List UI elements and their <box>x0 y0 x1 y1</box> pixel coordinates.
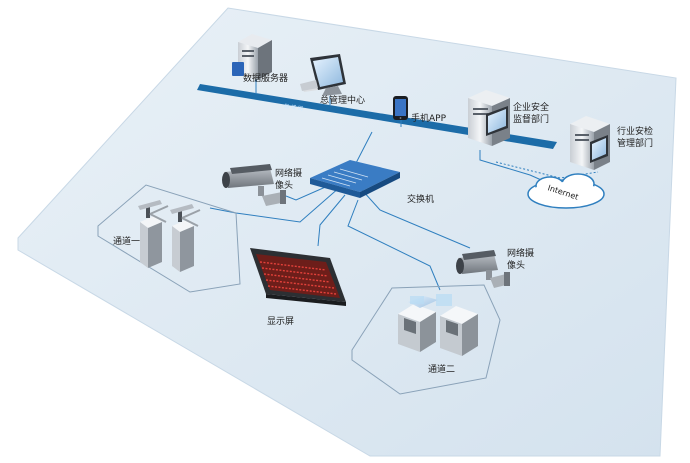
industry-safety-label: 行业安检管理部门 <box>617 127 654 149</box>
channel-2-label: 通道二 <box>428 365 456 375</box>
server-icon <box>570 116 610 170</box>
channel-1-zone <box>97 184 241 293</box>
connection-lines <box>209 77 549 291</box>
mobile-app <box>393 96 408 120</box>
server-icon <box>468 90 510 146</box>
camera-2-label: 网络摄像头 <box>507 249 535 271</box>
led-display <box>250 248 346 306</box>
enterprise-safety-label: 企业安全监督部门 <box>513 103 550 125</box>
monitor-icon <box>300 54 346 96</box>
turnstile-icon <box>138 200 169 268</box>
camera-icon <box>222 164 286 206</box>
turnstile-icon <box>170 204 201 272</box>
lan-bar <box>197 84 557 149</box>
internet-link <box>495 161 599 179</box>
switch-label: 交换机 <box>407 195 435 205</box>
mobile-app-label: 手机APP <box>411 114 447 124</box>
turnstile-channel-1 <box>138 200 201 272</box>
management-center-label: 总管理中心 <box>320 96 366 106</box>
server-icon <box>232 34 272 80</box>
network-switch <box>310 50 400 198</box>
industry-safety-dept <box>570 116 610 170</box>
camera-1-label: 网络摄像头 <box>275 169 303 191</box>
led-display-icon <box>250 248 346 306</box>
cloud-icon <box>527 173 605 209</box>
display-screen-label: 显示屏 <box>267 317 295 327</box>
channel-2-zone <box>351 284 501 395</box>
camera-2 <box>456 250 510 288</box>
management-center <box>300 54 346 96</box>
channel-1-label: 通道一 <box>113 237 141 247</box>
turnstile-channel-2 <box>398 294 478 356</box>
camera-icon <box>456 250 510 288</box>
internet-cloud <box>527 173 605 209</box>
turnstile-icon <box>398 296 438 352</box>
switch-icon <box>310 50 400 198</box>
turnstile-icon <box>436 294 478 356</box>
phone-icon <box>393 96 408 120</box>
floor-plane <box>17 7 677 457</box>
enterprise-safety-dept <box>468 90 510 146</box>
data-server-label: 数据服务器 <box>243 74 289 84</box>
data-server <box>232 34 272 80</box>
camera-1 <box>222 164 286 206</box>
